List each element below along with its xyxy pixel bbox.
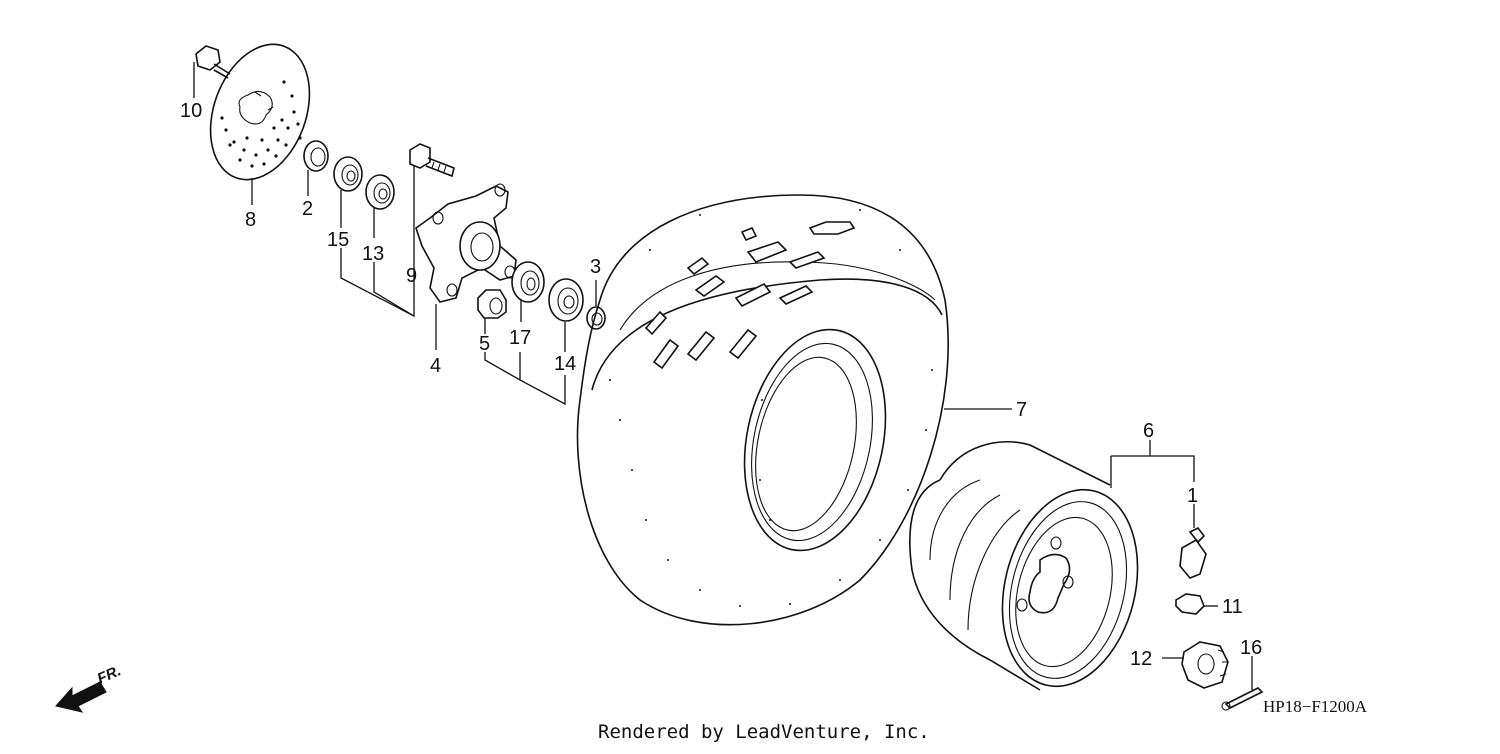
callout-2: 2 (302, 198, 313, 220)
brake-disc (209, 43, 311, 181)
callout-17: 17 (509, 327, 531, 349)
disc-bolt (195, 45, 231, 79)
wheel-hub (415, 183, 517, 303)
bearing-c (511, 261, 545, 303)
callout-5: 5 (479, 333, 490, 355)
bearing-a (333, 156, 363, 192)
callout-8: 8 (245, 209, 256, 231)
tire (576, 194, 949, 626)
callout-12: 12 (1130, 648, 1152, 670)
drawing-code: HP18−F1200A (1263, 697, 1368, 716)
callout-6: 6 (1143, 420, 1154, 442)
callout-10: 10 (180, 100, 202, 122)
direction-label: FR. (95, 662, 124, 687)
callout-14: 14 (554, 353, 576, 375)
hub-stud (409, 143, 455, 178)
leader-lines (193, 62, 1253, 690)
bearing-d (548, 278, 584, 322)
callout-7: 7 (1016, 399, 1027, 421)
callout-15: 15 (327, 229, 349, 251)
valve-stem (1179, 526, 1207, 579)
castle-nut (1181, 641, 1229, 689)
callout-16: 16 (1240, 637, 1262, 659)
cotter-pin (1221, 687, 1264, 711)
credit-line: Rendered by LeadVenture, Inc. (598, 721, 930, 743)
callout-13: 13 (362, 243, 384, 265)
callout-3: 3 (590, 256, 601, 278)
dust-seal (303, 140, 329, 172)
collar (586, 306, 606, 330)
bearing-b (365, 174, 395, 210)
callout-1: 1 (1187, 485, 1198, 507)
distance-collar (477, 289, 507, 319)
front-direction-arrow: FR. (55, 662, 124, 713)
wheel-rim (909, 441, 1139, 691)
wheel-nut (1175, 593, 1205, 615)
callout-4: 4 (430, 355, 441, 377)
callout-9: 9 (406, 265, 417, 287)
callout-11: 11 (1222, 596, 1243, 618)
callout-labels: 10 8 2 15 13 9 4 5 17 14 3 7 6 1 11 12 1… (180, 100, 1262, 670)
